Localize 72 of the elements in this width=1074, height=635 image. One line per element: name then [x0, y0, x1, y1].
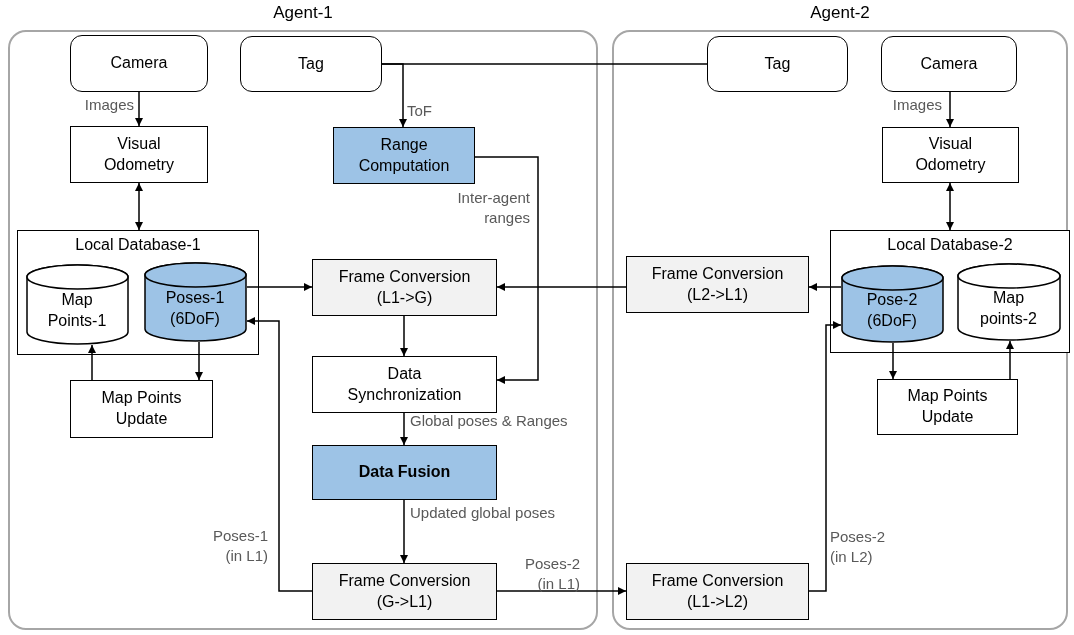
- arrow: [400, 412, 408, 446]
- group-title: Local Database-1: [74, 236, 202, 254]
- device-box: [707, 36, 848, 92]
- node-label: Range Computation: [357, 134, 451, 176]
- process-box: [312, 259, 497, 316]
- node-label: Frame Conversion (L1->L2): [650, 570, 785, 612]
- process-box: [626, 256, 809, 313]
- device-box: [70, 35, 208, 92]
- database-cylinder: [956, 262, 1061, 341]
- database-group-box: [17, 230, 259, 355]
- arrow: [246, 283, 313, 291]
- edge-label: Poses-1 (in L1): [211, 526, 268, 565]
- node-label: Map Points Update: [100, 388, 183, 429]
- edge-label: ToF: [407, 101, 433, 121]
- arrow: [195, 341, 203, 381]
- edge-label: Global poses & Ranges: [410, 411, 569, 431]
- arrow: [496, 283, 627, 291]
- edge-label: Poses-2 (in L1): [523, 554, 580, 593]
- database-cylinder: [143, 261, 247, 342]
- node-label: Tag: [764, 53, 791, 74]
- node-label: Pose-2 (6DoF): [865, 289, 919, 331]
- process-box: [333, 127, 475, 184]
- node-label: Poses-1 (6DoF): [164, 287, 226, 329]
- node-label: Map Points Update: [906, 386, 989, 427]
- node-label: Map points-2: [979, 287, 1038, 329]
- process-box: [312, 356, 497, 413]
- edge-label: Images: [891, 95, 942, 115]
- device-box: [881, 36, 1017, 92]
- process-box: [882, 127, 1019, 183]
- node-label: Data Synchronization: [346, 363, 463, 405]
- node-label: Frame Conversion (L2->L1): [650, 263, 785, 305]
- process-box: [70, 380, 213, 438]
- process-box: [626, 563, 809, 620]
- node-label: Visual Odometry: [914, 134, 987, 175]
- node-label: Frame Conversion (L1->G): [337, 266, 472, 308]
- node-label: Visual Odometry: [102, 133, 176, 175]
- panel-title: Agent-1: [272, 3, 334, 23]
- arrow: [135, 182, 143, 231]
- arrow: [808, 321, 842, 592]
- arrow: [946, 91, 954, 128]
- database-cylinder: [840, 264, 944, 343]
- arrow: [496, 587, 627, 595]
- arrow: [88, 344, 96, 381]
- node-label: Camera: [920, 53, 978, 74]
- process-box: [312, 445, 497, 500]
- node-label: Data Fusion: [358, 462, 451, 483]
- node-label: Tag: [298, 53, 324, 74]
- database-group-box: [830, 230, 1070, 353]
- group-title: Local Database-2: [886, 236, 1014, 254]
- process-box: [877, 379, 1018, 435]
- process-box: [312, 563, 497, 620]
- arrow: [1006, 340, 1014, 380]
- edge-label: Images: [83, 95, 134, 115]
- process-box: [70, 126, 208, 183]
- device-box: [240, 36, 382, 92]
- arrow: [946, 182, 954, 231]
- node-label: Frame Conversion (G->L1): [337, 570, 472, 612]
- edge-label: Poses-2 (in L2): [830, 527, 887, 566]
- node-label: Map Points-1: [46, 290, 108, 331]
- panel-title: Agent-2: [809, 3, 871, 23]
- arrow: [381, 63, 407, 128]
- arrow: [400, 315, 408, 357]
- arrow: [246, 317, 313, 592]
- arrow: [889, 342, 897, 380]
- edge-label: Updated global poses: [410, 503, 557, 523]
- arrow: [474, 156, 539, 384]
- node-label: Camera: [110, 53, 168, 74]
- arrow: [135, 91, 143, 127]
- arrow: [400, 499, 408, 564]
- arrow: [808, 283, 842, 291]
- edge-label: Inter-agent ranges: [456, 188, 530, 227]
- database-cylinder: [25, 263, 129, 345]
